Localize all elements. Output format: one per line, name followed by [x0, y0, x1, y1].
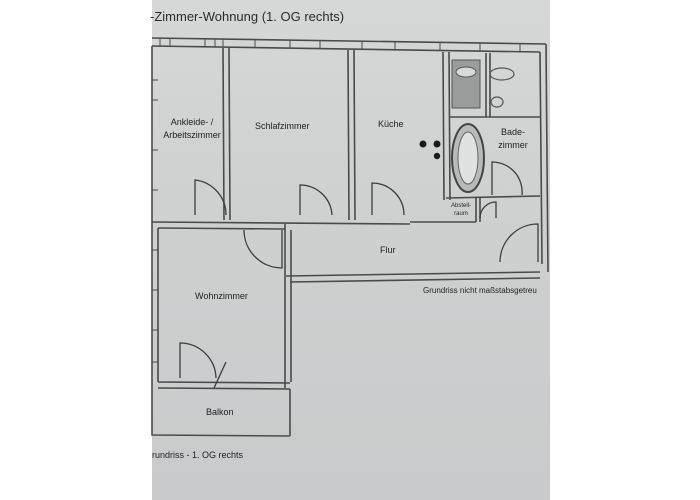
bathtub-inner — [457, 131, 479, 185]
wall-ankleide-schlaf — [222, 47, 231, 221]
room-label-ankleide: Ankleide- / Arbeitszimmer — [163, 117, 221, 140]
room-label-balkon: Balkon — [206, 407, 234, 417]
room-label-flur: Flur — [380, 245, 396, 255]
wall-wohn-balkon — [157, 381, 291, 390]
room-label-wohnzimmer: Wohnzimmer — [195, 291, 248, 301]
stove-icon — [419, 140, 441, 160]
wall-flur-bottom — [285, 271, 541, 277]
wall-abstell-right — [475, 198, 481, 222]
door-balkon — [213, 361, 227, 389]
top-window-hatches — [159, 38, 521, 52]
exterior-right-wall — [545, 43, 549, 273]
door-kueche — [371, 182, 405, 216]
scale-note: Grundriss nicht maßstabsgetreu — [423, 286, 537, 295]
bathroom-fixtures — [451, 59, 515, 193]
door-abstell — [479, 201, 497, 219]
wall-rooms-flur — [151, 221, 411, 230]
wall-abstell — [445, 195, 541, 223]
door-wohn-inner — [179, 342, 217, 379]
bidet — [490, 96, 504, 108]
exterior-top-wall-inner — [151, 45, 541, 53]
wall-flur-bottom-outer — [289, 277, 541, 283]
room-label-badezimmer: Bade- zimmer — [498, 127, 528, 150]
toilet — [489, 67, 515, 81]
room-label-schlafzimmer: Schlafzimmer — [255, 121, 310, 131]
room-label-abstellraum: Abstell- raum — [450, 203, 471, 217]
plan-caption: rundriss - 1. OG rechts — [152, 450, 244, 460]
exterior-right-wall-inner — [539, 51, 543, 265]
wall-kueche-bad — [442, 51, 451, 201]
wall-bad-inner — [485, 53, 491, 117]
left-window-hatches — [152, 79, 158, 363]
door-ankleide — [194, 179, 227, 216]
room-label-kueche: Küche — [378, 119, 404, 129]
wall-schlaf-kueche — [347, 49, 356, 221]
plan-title: -Zimmer-Wohnung (1. OG rechts) — [150, 9, 345, 24]
door-flur-entry — [499, 223, 539, 263]
paper-sheet — [152, 0, 550, 500]
door-schlafzimmer — [299, 184, 333, 216]
exterior-top-wall — [151, 37, 547, 45]
door-bad — [491, 161, 523, 196]
wash-basin — [455, 66, 477, 78]
wohnzimmer-outer — [151, 222, 291, 437]
door-wohnzimmer — [243, 229, 283, 269]
